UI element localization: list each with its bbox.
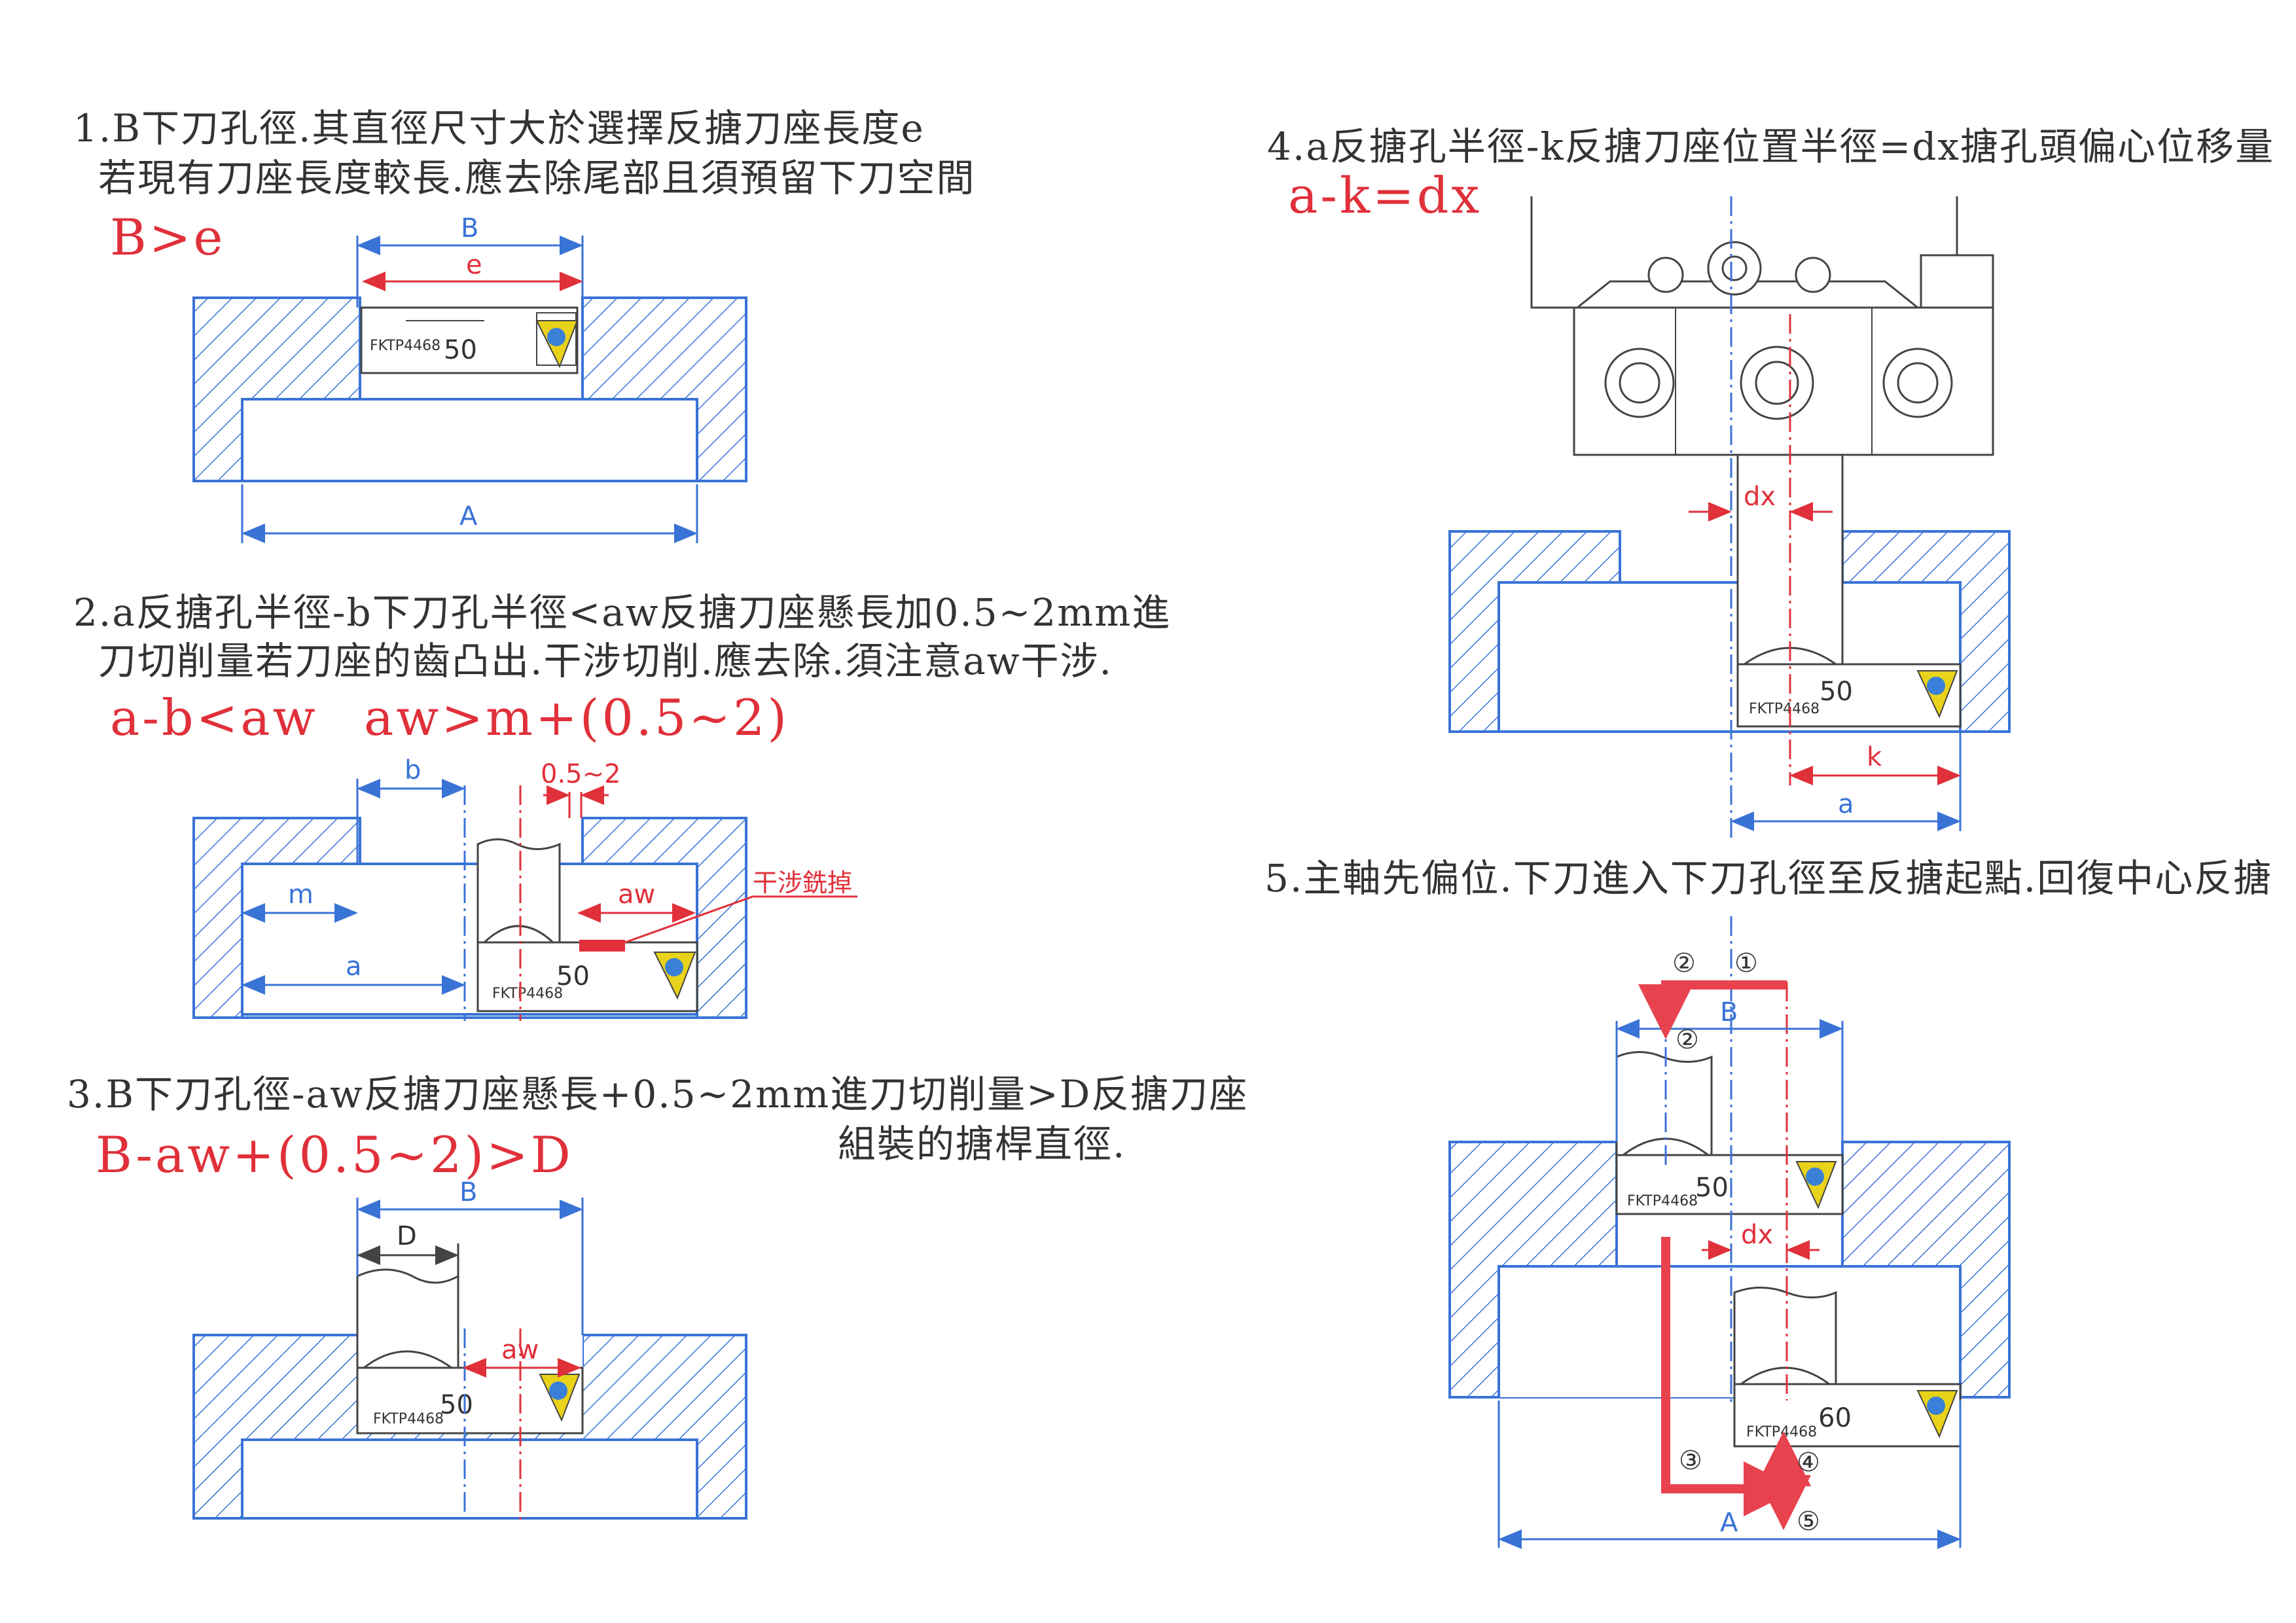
dim-aw-2: aw [618, 880, 655, 910]
step-marker-2a: ② [1672, 948, 1696, 978]
dim-B-3: B [459, 1177, 477, 1207]
diagram-3: FKTP4468 50 B D aw [192, 1177, 747, 1525]
dim-B-5: B [1720, 997, 1738, 1027]
holder-size-3: 50 [440, 1390, 473, 1420]
interference-label: 干涉銑掉 [753, 868, 852, 897]
step-marker-1: ① [1734, 948, 1758, 978]
dim-A-5: A [1720, 1508, 1738, 1538]
holder-code-3: FKTP4468 [373, 1411, 444, 1427]
dim-dx-4: dx [1744, 482, 1776, 512]
diagram-1: FKTP4468 50 B e A [192, 213, 747, 543]
dim-A-1: A [459, 501, 478, 531]
holder-code-2: FKTP4468 [492, 986, 563, 1002]
dim-b-2: b [404, 755, 421, 785]
tool-holder-1: FKTP4468 50 [360, 306, 579, 374]
boring-head-4 [1530, 196, 1994, 456]
step2-line1: 2.a反搪孔半徑-b下刀孔半徑<aw反搪刀座懸長加0.5~2mm進 [73, 590, 1172, 635]
step-marker-4: ④ [1797, 1448, 1820, 1478]
boring-bar-5-upper: FKTP4468 50 [1615, 1051, 1844, 1215]
step5-line1: 5.主軸先偏位.下刀進入下刀孔徑至反搪起點.回復中心反搪 [1265, 856, 2273, 901]
step3-line2: 組裝的搪桿直徑. [838, 1122, 1126, 1166]
dim-a-2: a [346, 952, 362, 982]
dim-range-2: 0.5~2 [541, 759, 621, 789]
holder-size-4: 50 [1820, 677, 1853, 707]
dim-dx-5: dx [1741, 1220, 1773, 1250]
holder-code-1: FKTP4468 [370, 338, 440, 354]
holder-code-5b: FKTP4468 [1746, 1424, 1817, 1440]
step1-line2: 若現有刀座長度較長.應去除尾部且須預留下刀空間 [98, 156, 976, 200]
step2-formula2: aw>m+(0.5~2) [364, 688, 789, 747]
dim-D-3: D [397, 1221, 417, 1251]
dim-k-4: k [1867, 742, 1882, 772]
diagram-2: FKTP4468 50 b 0.5~2 m a aw 干涉銑掉 [192, 755, 857, 1021]
holder-code-4: FKTP4468 [1749, 701, 1820, 717]
dim-m-2: m [288, 880, 314, 910]
holder-size-5a: 50 [1695, 1173, 1729, 1203]
step1-line1: 1.B下刀孔徑.其直徑尺寸大於選擇反搪刀座長度e [73, 106, 925, 151]
dim-e-1: e [466, 250, 482, 280]
boring-bar-2: FKTP4468 50 [476, 838, 698, 1012]
step3-line1: 3.B下刀孔徑-aw反搪刀座懸長+0.5~2mm進刀切削量>D反搪刀座 [67, 1072, 1249, 1116]
holder-code-5a: FKTP4468 [1627, 1193, 1698, 1209]
dim-B-1: B [461, 213, 478, 243]
holder-size-1: 50 [444, 335, 477, 365]
step-marker-3: ③ [1679, 1446, 1702, 1476]
step-marker-5: ⑤ [1797, 1507, 1820, 1537]
step4-formula: a-k=dx [1288, 166, 1482, 224]
step2-formula1: a-b<aw [110, 688, 318, 747]
boring-bar-3: FKTP4468 50 [356, 1268, 584, 1435]
motion-path [1638, 980, 1811, 1530]
holder-size-2: 50 [556, 961, 590, 991]
step3-formula: B-aw+(0.5~2)>D [96, 1126, 573, 1184]
step-marker-2b: ② [1676, 1025, 1699, 1055]
diagram-5: FKTP4468 50 FKTP4468 60 B dx A [1448, 916, 2011, 1549]
step2-line2: 刀切削量若刀座的齒凸出.干涉切削.應去除.須注意aw干涉. [98, 639, 1113, 683]
step4-line1: 4.a反搪孔半徑-k反搪刀座位置半徑=dx搪孔頭偏心位移量 [1267, 124, 2275, 169]
dim-a-4: a [1838, 789, 1854, 819]
diagram-4: FKTP4468 50 dx k a [1448, 196, 2011, 838]
step1-formula: B>e [110, 208, 226, 266]
dim-aw-3: aw [501, 1335, 539, 1365]
holder-size-5b: 60 [1818, 1403, 1852, 1433]
